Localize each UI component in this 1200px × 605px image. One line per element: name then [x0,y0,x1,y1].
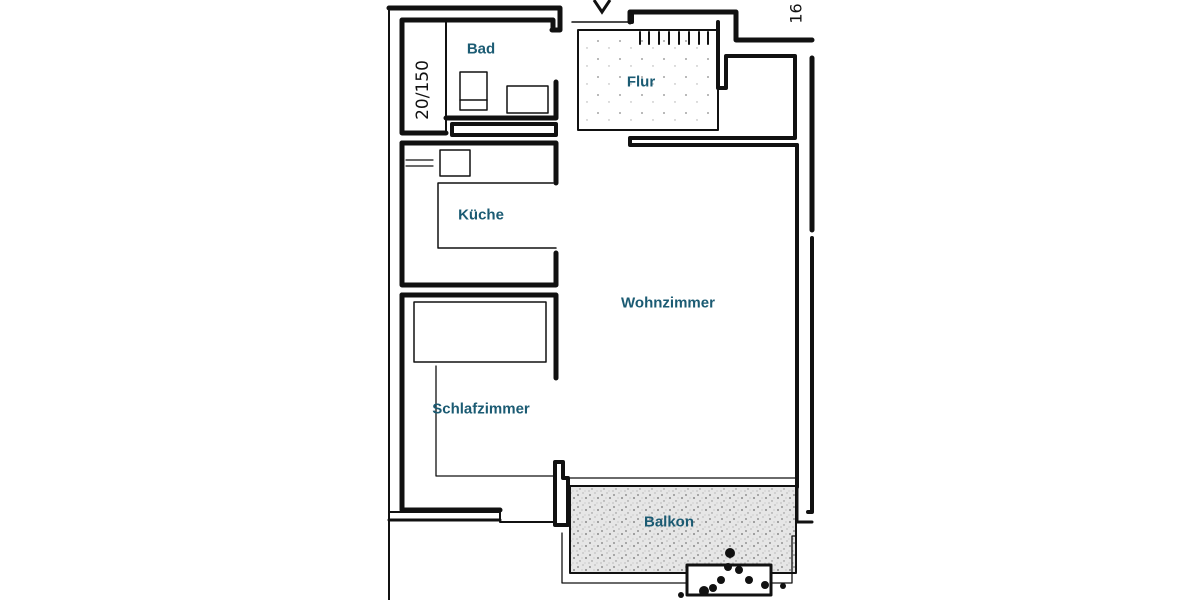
entrance-marker-icon [592,0,612,15]
room-label-balkon: Balkon [643,513,695,531]
room-label-flur: Flur [626,73,656,91]
room-label-kueche: Küche [458,206,504,224]
wall-top-left [386,5,563,33]
dimension-label-corner: 16 [786,3,806,24]
planter-plants [678,548,786,598]
room-label-wohnzimmer: Wohnzimmer [621,294,715,312]
room-label-schlafzimmer: Schlafzimmer [432,400,530,418]
dimension-label-bath-niche: 20/150 [412,60,433,120]
room-label-bad: Bad [466,40,496,58]
